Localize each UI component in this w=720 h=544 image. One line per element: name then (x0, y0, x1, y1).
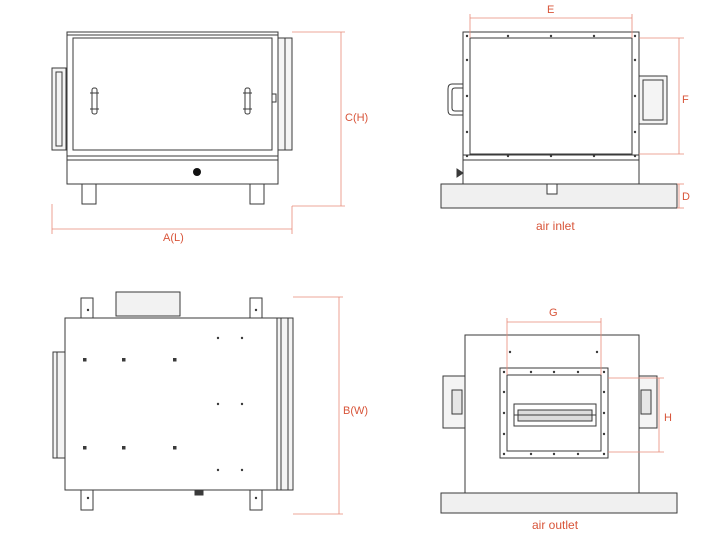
dimension-label-height: C(H) (345, 112, 368, 124)
caption-air-inlet: air inlet (536, 219, 575, 233)
dimension-lines-inlet (469, 14, 684, 209)
outlet-screws (502, 350, 606, 456)
inlet-screws (465, 34, 637, 158)
caption-air-outlet: air outlet (532, 518, 579, 532)
dimension-label-inlet-height: F (682, 94, 689, 106)
dimension-lines-outlet (506, 318, 664, 453)
dimension-label-base-height: D (682, 191, 690, 203)
dimension-label-outlet-width: G (549, 307, 558, 319)
side-view (51, 31, 293, 205)
dimension-label-length: A(L) (163, 232, 184, 244)
dimension-label-width: B(W) (343, 405, 368, 417)
outlet-view (440, 334, 678, 514)
top-view-holes (83, 308, 258, 500)
dimension-lines-side (51, 31, 345, 234)
top-view (52, 291, 294, 511)
dimension-lines-top (293, 296, 343, 515)
dimension-label-inlet-width: E (547, 4, 554, 16)
dimension-label-outlet-height: H (664, 412, 672, 424)
inlet-view (440, 31, 678, 209)
